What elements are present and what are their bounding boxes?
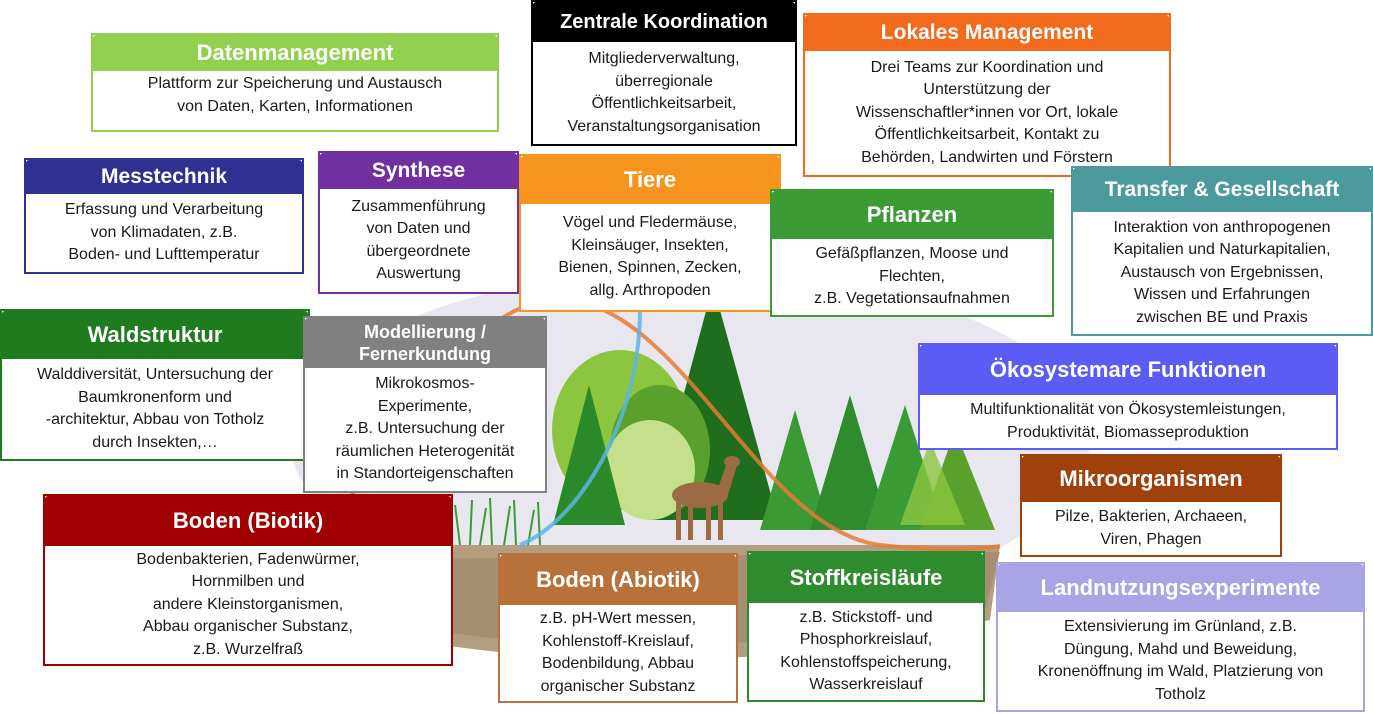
card-datenmanagement-title: Datenmanagement	[93, 35, 497, 71]
tree-right-1	[760, 410, 830, 530]
card-pflanzen: Pflanzen Gefäßpflanzen, Moose und Flecht…	[770, 189, 1054, 317]
card-tiere: Tiere Vögel und Fledermäuse, Kleinsäuger…	[519, 154, 781, 312]
card-lokales-management-title: Lokales Management	[805, 15, 1169, 51]
card-modellierung-text: Mikrokosmos- Experimente, z.B. Untersuch…	[335, 375, 515, 483]
card-oekosystemare-funktionen-text: Multifunktionalität von Ökosystemleistun…	[970, 401, 1286, 441]
card-pflanzen-title: Pflanzen	[772, 191, 1052, 239]
card-synthese-text: Zusammenführung von Daten und übergeordn…	[351, 197, 486, 283]
card-datenmanagement-text: Plattform zur Speicherung und Austausch …	[147, 75, 443, 115]
card-waldstruktur: Waldstruktur Walddiversität, Untersuchun…	[0, 309, 310, 461]
card-oekosystemare-funktionen: Ökosystemare Funktionen Multifunktionali…	[918, 343, 1338, 450]
card-messtechnik-text: Erfassung und Verarbeitung von Klimadate…	[64, 201, 264, 264]
card-landnutzungsexperimente-title: Landnutzungsexperimente	[998, 564, 1363, 612]
card-modellierung-title: Modellierung / Fernerkundung	[305, 318, 545, 368]
card-datenmanagement: Datenmanagement Plattform zur Speicherun…	[91, 33, 499, 132]
blue-curve	[519, 309, 642, 547]
card-oekosystemare-funktionen-title: Ökosystemare Funktionen	[920, 345, 1336, 395]
card-mikroorganismen: Mikroorganismen Pilze, Bakterien, Archae…	[1020, 454, 1282, 557]
card-stoffkreislaeufe-title: Stoffkreisläufe	[749, 553, 983, 603]
card-stoffkreislaeufe-text: z.B. Stickstoff- und Phosphorkreislauf, …	[780, 608, 952, 694]
card-landnutzungsexperimente-text: Extensivierung im Grünland, z.B. Düngung…	[1037, 618, 1324, 703]
card-waldstruktur-text: Walddiversität, Untersuchung der Baumkro…	[37, 366, 273, 451]
card-mikroorganismen-text: Pilze, Bakterien, Archaeen, Viren, Phage…	[1054, 508, 1248, 548]
tree-right-2	[810, 395, 890, 530]
tree-right-5	[900, 440, 965, 525]
card-modellierung: Modellierung / Fernerkundung Mikrokosmos…	[303, 316, 547, 493]
card-transfer: Transfer & Gesellschaft Interaktion von …	[1071, 166, 1373, 336]
card-waldstruktur-title: Waldstruktur	[2, 311, 308, 359]
card-boden-biotik: Boden (Biotik) Bodenbakterien, Fadenwürm…	[43, 494, 453, 666]
card-boden-abiotik: Boden (Abiotik) z.B. pH-Wert messen, Koh…	[498, 553, 738, 703]
card-stoffkreislaeufe: Stoffkreisläufe z.B. Stickstoff- und Pho…	[747, 551, 985, 702]
tree-left	[553, 385, 625, 525]
deer-icon	[672, 456, 740, 540]
card-boden-biotik-text: Bodenbakterien, Fadenwürmer, Hornmilben …	[136, 550, 360, 658]
card-tiere-text: Vögel und Fledermäuse, Kleinsäuger, Inse…	[558, 214, 742, 299]
card-pflanzen-text: Gefäßpflanzen, Moose und Flechten, z.B. …	[814, 245, 1010, 308]
card-messtechnik-title: Messtechnik	[26, 160, 302, 194]
card-lokales-management: Lokales Management Drei Teams zur Koordi…	[803, 13, 1171, 177]
card-boden-abiotik-text: z.B. pH-Wert messen, Kohlenstoff-Kreisla…	[539, 610, 697, 695]
card-mikroorganismen-title: Mikroorganismen	[1022, 456, 1280, 502]
card-messtechnik: Messtechnik Erfassung und Verarbeitung v…	[24, 158, 304, 274]
card-lokales-management-text: Drei Teams zur Koordination und Unterstü…	[855, 58, 1119, 166]
card-zentrale-koordination-text: Mitgliederverwaltung, überregionale Öffe…	[567, 50, 761, 135]
card-boden-abiotik-title: Boden (Abiotik)	[500, 555, 736, 605]
card-synthese-title: Synthese	[320, 153, 517, 189]
card-transfer-title: Transfer & Gesellschaft	[1073, 168, 1371, 212]
card-synthese: Synthese Zusammenführung von Daten und ü…	[318, 151, 519, 294]
card-boden-biotik-title: Boden (Biotik)	[45, 496, 451, 546]
card-zentrale-koordination: Zentrale Koordination Mitgliederverwaltu…	[531, 0, 797, 146]
card-transfer-text: Interaktion von anthropogenen Kapitalien…	[1113, 218, 1331, 326]
card-landnutzungsexperimente: Landnutzungsexperimente Extensivierung i…	[996, 562, 1365, 712]
card-zentrale-koordination-title: Zentrale Koordination	[533, 2, 795, 42]
card-tiere-title: Tiere	[521, 156, 779, 204]
